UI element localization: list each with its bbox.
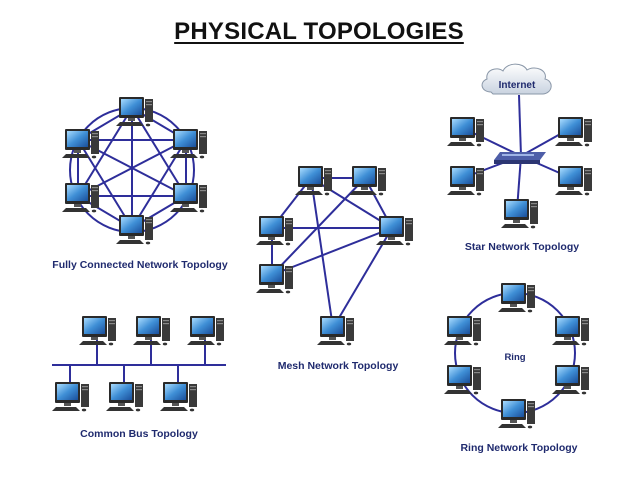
mesh-topology: Mesh Network Topology: [256, 166, 413, 372]
switch-icon: [494, 152, 546, 164]
computer-icon: [62, 129, 99, 159]
computer-icon: [444, 365, 481, 395]
computer-icon: [256, 264, 293, 294]
mesh-links: [271, 177, 393, 329]
fully-connected-caption: Fully Connected Network Topology: [52, 259, 228, 271]
computer-icon: [317, 316, 354, 346]
cloud-icon: [481, 63, 552, 95]
bus-topology: Common Bus Topology: [52, 316, 226, 440]
computer-icon: [555, 166, 592, 196]
computer-icon: [501, 199, 538, 229]
bus-caption: Common Bus Topology: [80, 428, 198, 440]
computer-icon: [498, 283, 535, 313]
fully-connected-topology: Fully Connected Network Topology: [52, 97, 228, 271]
computer-icon: [170, 129, 207, 159]
computer-icon: [552, 316, 589, 346]
internet-label: Internet: [499, 80, 536, 91]
computer-icon: [256, 216, 293, 246]
star-caption: Star Network Topology: [465, 241, 579, 253]
computer-icon: [62, 183, 99, 213]
computer-icon: [170, 183, 207, 213]
page-title: PHYSICAL TOPOLOGIES: [174, 18, 464, 45]
computer-icon: [555, 117, 592, 147]
mesh-caption: Mesh Network Topology: [278, 360, 399, 372]
star-topology: Internet Star Network Topology: [447, 63, 592, 253]
computer-icon: [106, 382, 143, 412]
computer-icon: [116, 215, 153, 245]
computer-icon: [160, 382, 197, 412]
computer-icon: [447, 166, 484, 196]
computer-icon: [376, 216, 413, 246]
ring-label: Ring: [504, 352, 525, 363]
ring-topology: Ring Ring Network Topology: [444, 283, 589, 454]
computer-icon: [52, 382, 89, 412]
computer-icon: [447, 117, 484, 147]
bus-drops: [69, 340, 206, 382]
ring-caption: Ring Network Topology: [460, 442, 577, 454]
computer-icon: [552, 365, 589, 395]
computer-icon: [444, 316, 481, 346]
computer-icon: [116, 97, 153, 127]
computer-icon: [349, 166, 386, 196]
computer-icon: [498, 399, 535, 429]
